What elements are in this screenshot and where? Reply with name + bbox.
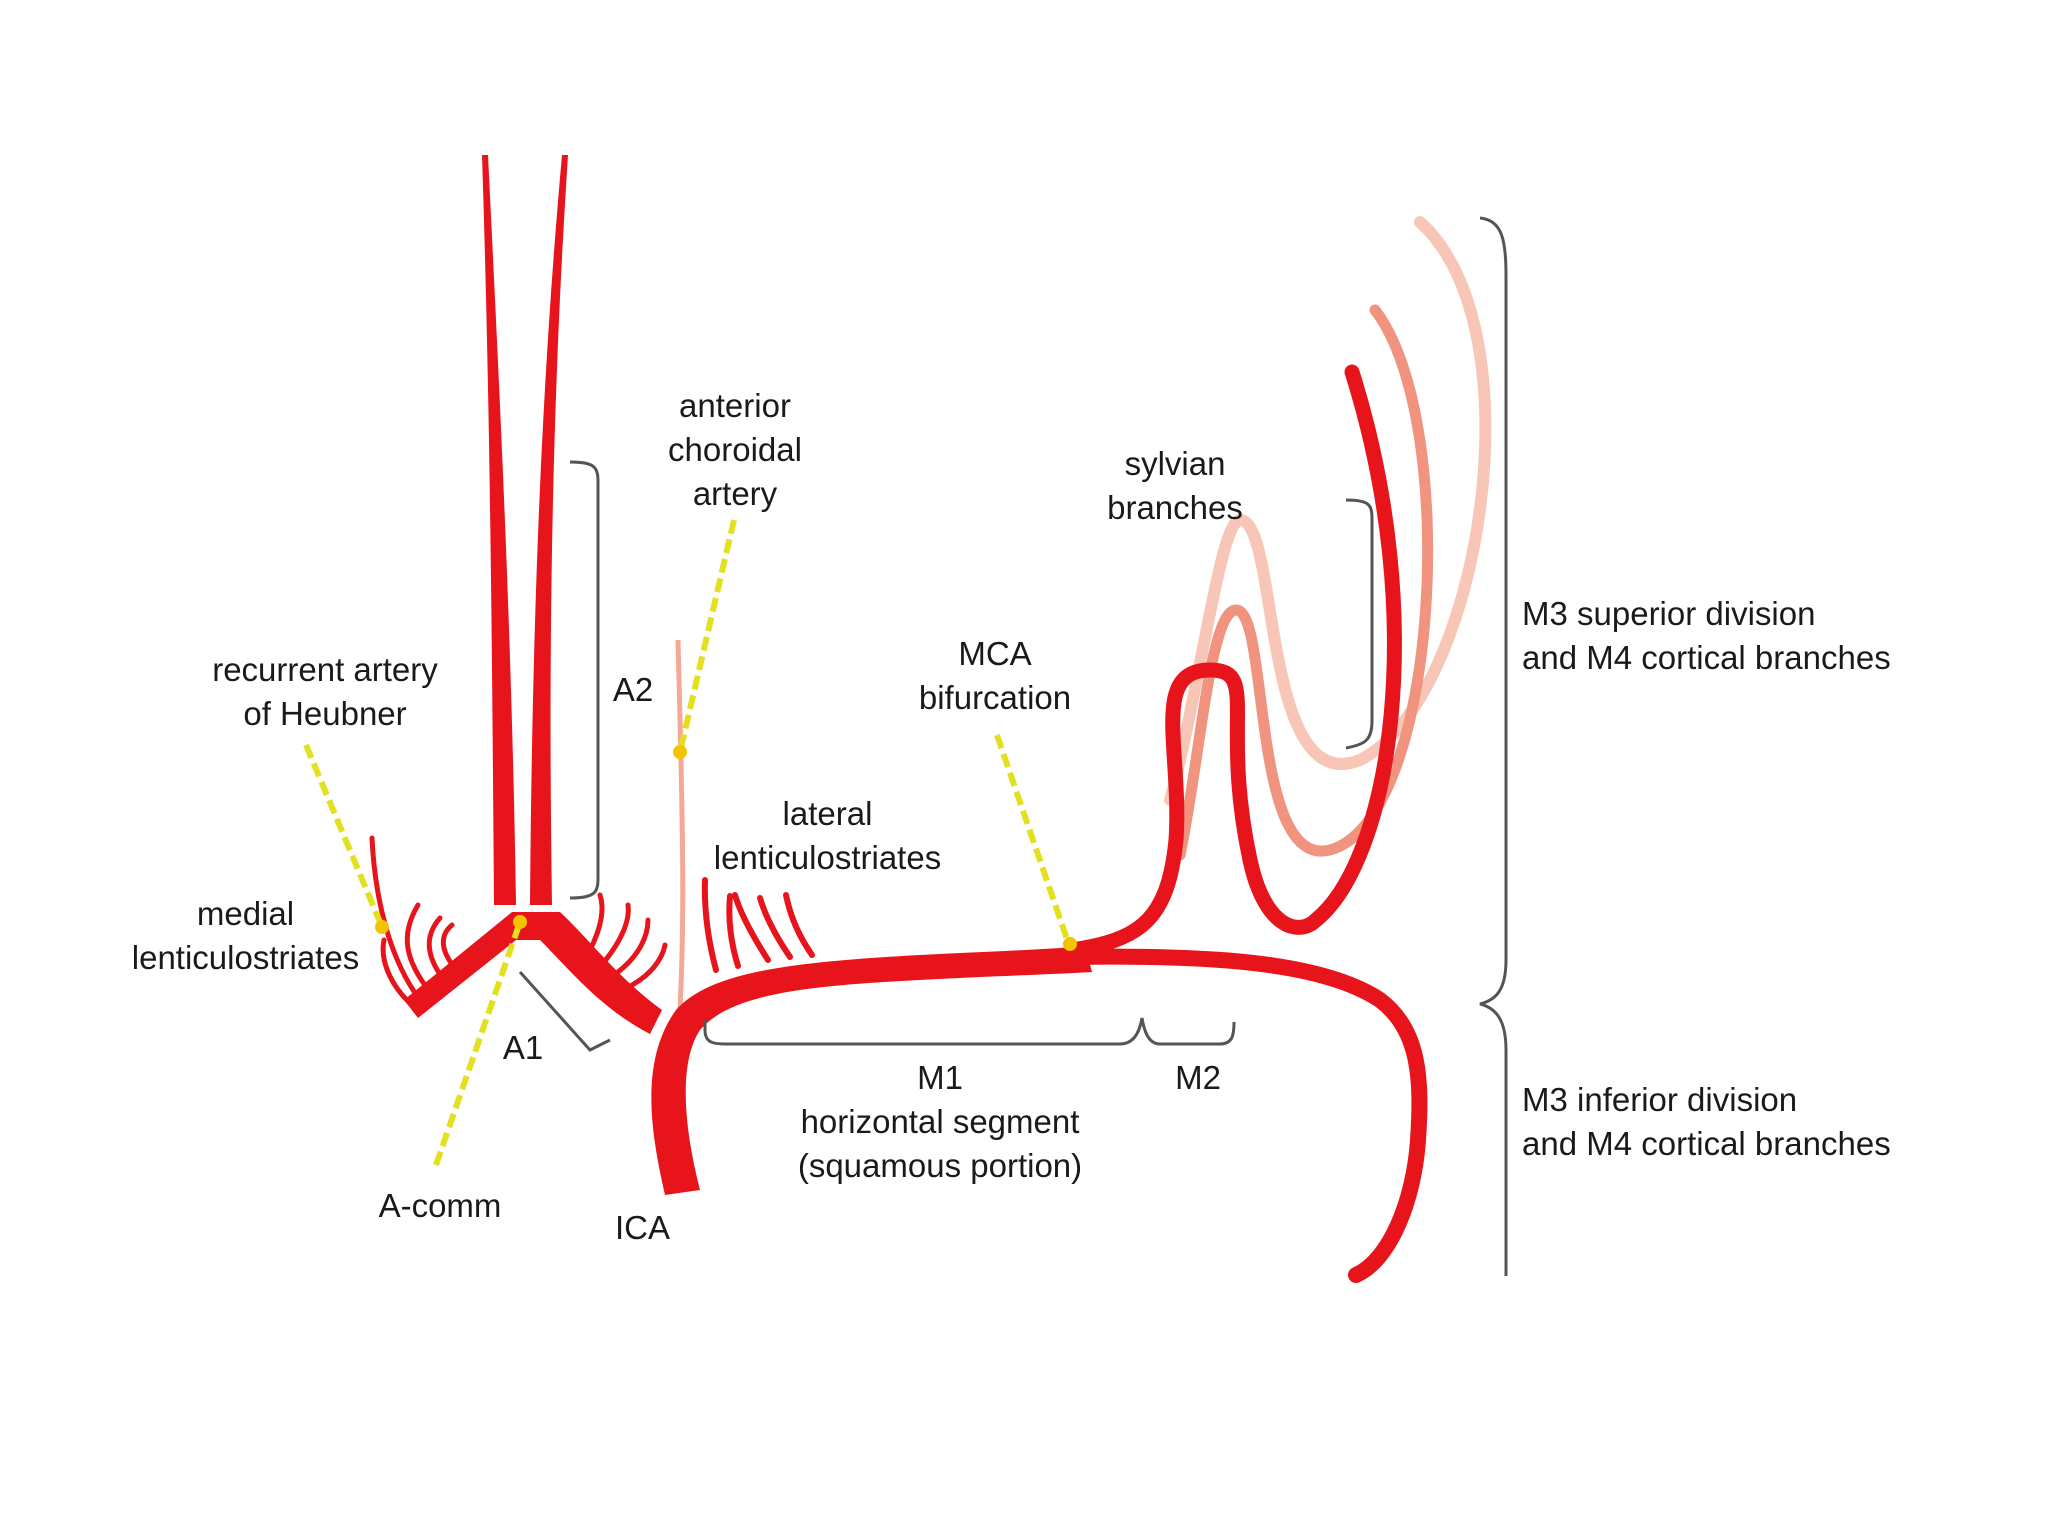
a2-bracket bbox=[569, 460, 600, 900]
a1-bracket bbox=[518, 970, 611, 1052]
m3-superior-bracket bbox=[1479, 216, 1508, 1276]
m1-bracket bbox=[703, 1017, 1236, 1046]
sylvian-bracket bbox=[1345, 498, 1374, 750]
label-m1-horizontal-segment: M1 horizontal segment (squamous portion) bbox=[797, 1059, 1083, 1184]
sylvian-branch-faint-outer bbox=[1164, 216, 1492, 806]
leader-dots bbox=[375, 745, 1077, 951]
label-sylvian-branches: sylvian branches bbox=[1107, 445, 1243, 526]
label-recurrent-artery-of-heubner: recurrent artery of Heubner bbox=[212, 651, 438, 732]
lateral-lenticulostriate-branches bbox=[701, 877, 815, 973]
dot-a-comm bbox=[513, 915, 527, 929]
label-a-comm: A-comm bbox=[378, 1187, 502, 1224]
leader-anterior-choroidal bbox=[677, 519, 737, 753]
label-mca-bifurcation: MCA bifurcation bbox=[918, 635, 1072, 716]
label-m3-superior-division: M3 superior division and M4 cortical bra… bbox=[1522, 595, 1891, 676]
brackets bbox=[518, 216, 1508, 1276]
label-ica: ICA bbox=[614, 1209, 670, 1246]
label-a1: A1 bbox=[502, 1029, 544, 1066]
label-m3-inferior-division: M3 inferior division and M4 cortical bra… bbox=[1522, 1081, 1891, 1162]
label-a2: A2 bbox=[612, 671, 654, 708]
label-m2: M2 bbox=[1175, 1059, 1221, 1096]
ica-m1-vessel bbox=[651, 946, 1092, 1195]
label-medial-lenticulostriates: medial lenticulostriates bbox=[131, 895, 360, 976]
m2-superior-division bbox=[1064, 364, 1402, 958]
a2-vessel-left bbox=[482, 155, 516, 905]
leader-a-comm bbox=[433, 921, 523, 1166]
dot-mca-bifurcation bbox=[1063, 937, 1077, 951]
ica-perforating-branches bbox=[587, 892, 668, 988]
a1-vessel bbox=[404, 912, 662, 1034]
leader-heubner bbox=[303, 743, 385, 929]
dot-anterior-choroidal bbox=[673, 745, 687, 759]
leader-lines bbox=[303, 519, 1071, 1166]
leader-mca-bifurcation bbox=[994, 734, 1071, 943]
label-anterior-choroidal: anterior choroidal artery bbox=[668, 387, 802, 512]
dot-heubner bbox=[375, 920, 389, 934]
a2-vessel-right bbox=[530, 155, 568, 905]
label-lateral-lenticulostriates: lateral lenticulostriates bbox=[713, 795, 942, 876]
m2-inferior-division bbox=[1062, 948, 1428, 1283]
